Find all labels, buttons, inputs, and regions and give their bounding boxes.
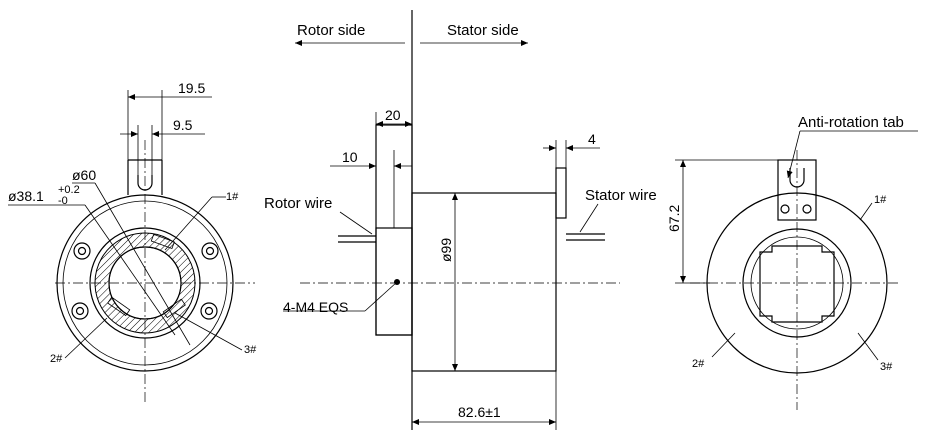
right-bore-circle bbox=[750, 236, 844, 330]
left-mount-hole-tr bbox=[201, 242, 219, 260]
left-outer-circle-inner bbox=[62, 200, 228, 366]
dim-phi38-tol-upper: +0.2 bbox=[58, 184, 80, 196]
middle-side-view: Rotor side Stator side 20 10 4 bbox=[264, 10, 657, 430]
dim-phi38-text: ø38.1 bbox=[8, 188, 44, 204]
mount-hole-leader bbox=[364, 281, 398, 312]
dim-phi38-leader bbox=[84, 204, 176, 336]
left-slot-1 bbox=[150, 233, 175, 250]
right-marker-1: 1# bbox=[874, 194, 887, 206]
right-marker-1-leader bbox=[859, 202, 873, 221]
dim-4-text: 4 bbox=[588, 131, 596, 147]
dim-phi60-leader bbox=[94, 182, 191, 346]
stator-wire-label: Stator wire bbox=[585, 187, 657, 204]
left-marker-2: 2# bbox=[50, 353, 63, 365]
left-marker-1: 1# bbox=[226, 191, 239, 203]
rotor-side-label: Rotor side bbox=[297, 22, 365, 39]
anti-rotation-tab-slot bbox=[789, 168, 805, 188]
dim-9-5-text: 9.5 bbox=[173, 117, 193, 133]
anti-rotation-tab-leader bbox=[786, 130, 801, 179]
stator-wire-leader bbox=[579, 203, 599, 233]
right-inner-circle bbox=[742, 228, 852, 338]
left-tab bbox=[127, 159, 163, 195]
left-bore bbox=[108, 246, 182, 320]
left-marker-2-leader bbox=[64, 317, 108, 359]
dim-phi60-text: ø60 bbox=[72, 167, 96, 183]
dim-20-text: 20 bbox=[385, 107, 401, 123]
left-mount-hole-bl bbox=[71, 302, 89, 320]
left-ring-outer bbox=[89, 227, 201, 339]
left-tab-slot bbox=[137, 175, 153, 191]
stator-side-label: Stator side bbox=[447, 22, 519, 39]
left-outer-circle bbox=[56, 194, 234, 372]
left-front-view: 19.5 9.5 ø60 ø38.1 +0.2 -0 1# 2# 3# bbox=[8, 80, 257, 405]
stator-housing bbox=[411, 192, 557, 372]
right-marker-2-leader bbox=[711, 332, 736, 358]
dim-10-text: 10 bbox=[342, 149, 358, 165]
dim-length-text: 82.6±1 bbox=[458, 404, 501, 420]
left-slot-3 bbox=[162, 298, 186, 319]
rotor-flange bbox=[375, 227, 413, 336]
anti-rotation-tab-shape bbox=[777, 159, 817, 221]
left-mount-hole-br bbox=[200, 302, 218, 320]
tab-screw-left bbox=[780, 204, 790, 214]
dim-phi38-tol-lower: -0 bbox=[58, 195, 68, 207]
stator-tab bbox=[555, 167, 567, 219]
left-marker-1-leader bbox=[164, 196, 213, 251]
left-slot-2 bbox=[107, 296, 131, 317]
dim-phi99-text: ø99 bbox=[438, 238, 454, 262]
anti-rotation-tab-label: Anti-rotation tab bbox=[798, 114, 904, 131]
rotor-wire-lines bbox=[338, 235, 376, 243]
right-front-view: 67.2 Anti-rotation tab 1# 2# 3# bbox=[666, 114, 918, 410]
rotor-wire-leader bbox=[339, 211, 373, 235]
left-mount-hole-tl bbox=[73, 242, 91, 260]
right-bore-key bbox=[759, 245, 835, 323]
right-marker-3-leader bbox=[857, 332, 879, 361]
right-marker-2: 2# bbox=[692, 358, 705, 370]
left-marker-3: 3# bbox=[244, 344, 257, 356]
stator-wire-lines bbox=[566, 233, 605, 241]
dim-19-5-text: 19.5 bbox=[178, 80, 205, 96]
dim-67-2-text: 67.2 bbox=[666, 205, 682, 232]
right-marker-3: 3# bbox=[880, 361, 893, 373]
left-marker-3-leader bbox=[174, 312, 243, 351]
tab-screw-right bbox=[802, 204, 812, 214]
mount-hole-label: 4-M4 EQS bbox=[283, 299, 348, 315]
rotor-wire-label: Rotor wire bbox=[264, 195, 332, 212]
